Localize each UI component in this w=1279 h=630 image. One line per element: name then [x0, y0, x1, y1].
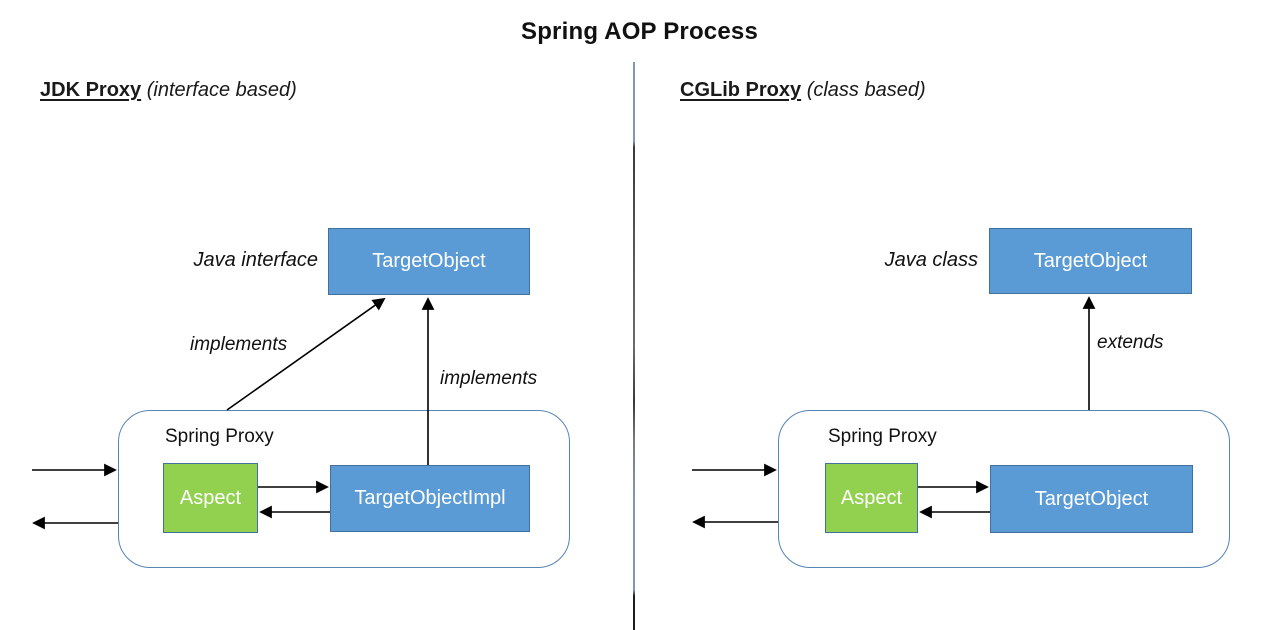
diagram-title: Spring AOP Process: [520, 18, 758, 45]
jdk-proxy-heading: JDK Proxy (interface based): [40, 79, 297, 102]
cglib-aspect-box: Aspect: [825, 463, 918, 533]
java-class-label: Java class: [884, 249, 978, 271]
panel-divider-line: [633, 62, 635, 630]
cglib-proxy-heading-subtitle: (class based): [806, 79, 926, 101]
jdk-target-object-interface-box: TargetObject: [328, 228, 530, 295]
java-interface-label: Java interface: [193, 249, 318, 271]
jdk-target-object-impl-box: TargetObjectImpl: [330, 465, 530, 532]
cglib-proxy-heading: CGLib Proxy (class based): [680, 79, 926, 102]
jdk-spring-proxy-label: Spring Proxy: [165, 426, 274, 447]
jdk-implements-vertical-label: implements: [440, 368, 538, 389]
jdk-aspect-box: Aspect: [163, 463, 258, 533]
cglib-spring-proxy-label: Spring Proxy: [828, 426, 937, 447]
cglib-proxy-heading-title: CGLib Proxy: [680, 79, 802, 101]
jdk-proxy-heading-subtitle: (interface based): [146, 79, 297, 101]
cglib-target-object-class-box: TargetObject: [989, 228, 1192, 294]
cglib-extends-label: extends: [1097, 332, 1164, 353]
cglib-spring-proxy-container: [778, 410, 1230, 568]
cglib-target-object-inner-box: TargetObject: [990, 465, 1193, 533]
jdk-implements-diagonal-label: implements: [190, 334, 288, 355]
jdk-proxy-heading-title: JDK Proxy: [40, 79, 142, 101]
